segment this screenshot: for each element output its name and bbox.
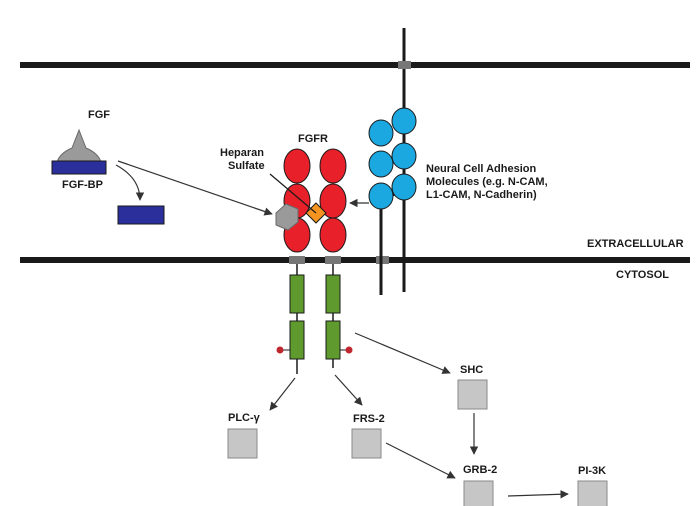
- ncam-domain: [368, 119, 394, 147]
- fgf-bp-free: [117, 205, 165, 225]
- heparan-sulfate-label-line2: Sulfate: [228, 160, 265, 172]
- fgf-label: FGF: [88, 109, 110, 121]
- extracellular-label: EXTRACELLULAR: [587, 238, 684, 250]
- ncam-domain: [391, 142, 417, 170]
- effector-boxes: [227, 379, 608, 506]
- phospho-dot-left: [276, 346, 284, 354]
- heparan-sulfate-label-line1: Heparan: [220, 147, 265, 159]
- cell-membrane: [20, 257, 690, 263]
- ncam-label-line3: L1-CAM, N-Cadherin): [426, 189, 537, 201]
- arrow-to-shc: [354, 332, 451, 374]
- plc-gamma-box: [227, 428, 258, 459]
- fgf-bp-release-arrow: [115, 164, 145, 201]
- grb2-box: [463, 480, 494, 506]
- heparan-sulfate-pointer: [269, 173, 317, 214]
- top-membrane: [20, 62, 690, 68]
- kinase-domain: [289, 320, 305, 360]
- bound-fgf-hexagon: [275, 203, 299, 231]
- ncam-domain: [368, 182, 394, 210]
- cytosol-label: CYTOSOL: [616, 269, 669, 281]
- kinase-domain: [289, 274, 305, 314]
- ncam-label-line2: Molecules (e.g. N-CAM,: [426, 176, 548, 188]
- fgf-ligand-icon: [56, 128, 102, 163]
- shc-box: [457, 379, 488, 410]
- ncam-domain: [391, 173, 417, 201]
- pi3k-label: PI-3K: [578, 465, 607, 477]
- fgf-bp-label: FGF-BP: [62, 179, 103, 191]
- phospho-dot-right: [345, 346, 353, 354]
- ncam-label-line1: Neural Cell Adhesion: [426, 163, 537, 175]
- fgf-to-receptor-arrow: [117, 160, 273, 216]
- grb2-label: GRB-2: [463, 464, 498, 476]
- fgf-bp-bound: [51, 160, 107, 175]
- arrow-grb2-to-pi3k: [507, 490, 569, 499]
- ncam-membrane-anchor-top: [398, 61, 411, 69]
- fgfr-domain: [319, 148, 347, 184]
- fgfr-domain: [319, 217, 347, 253]
- fgfr-extracellular: [283, 148, 347, 253]
- frs2-label: FRS-2: [353, 413, 385, 425]
- ncam-domain: [391, 107, 417, 135]
- kinase-domain: [325, 320, 341, 360]
- frs2-box: [351, 428, 382, 459]
- arrow-to-frs2: [334, 374, 363, 406]
- fgfr-anchor-left: [289, 256, 305, 264]
- fgfr-anchor-right: [325, 256, 341, 264]
- plc-gamma-label: PLC-γ: [228, 412, 260, 424]
- signaling-arrows: [269, 332, 569, 499]
- fgfr-label: FGFR: [298, 133, 328, 145]
- fgfr-kinase-domains: [289, 274, 341, 360]
- arrow-to-plc-gamma: [269, 377, 296, 411]
- pi3k-box: [577, 480, 608, 506]
- kinase-domain: [325, 274, 341, 314]
- arrow-frs2-to-grb2: [385, 442, 456, 479]
- fgfr-domain: [283, 148, 311, 184]
- shc-label: SHC: [460, 364, 484, 376]
- ncam-domains: [368, 107, 417, 210]
- ncam-domain: [368, 150, 394, 178]
